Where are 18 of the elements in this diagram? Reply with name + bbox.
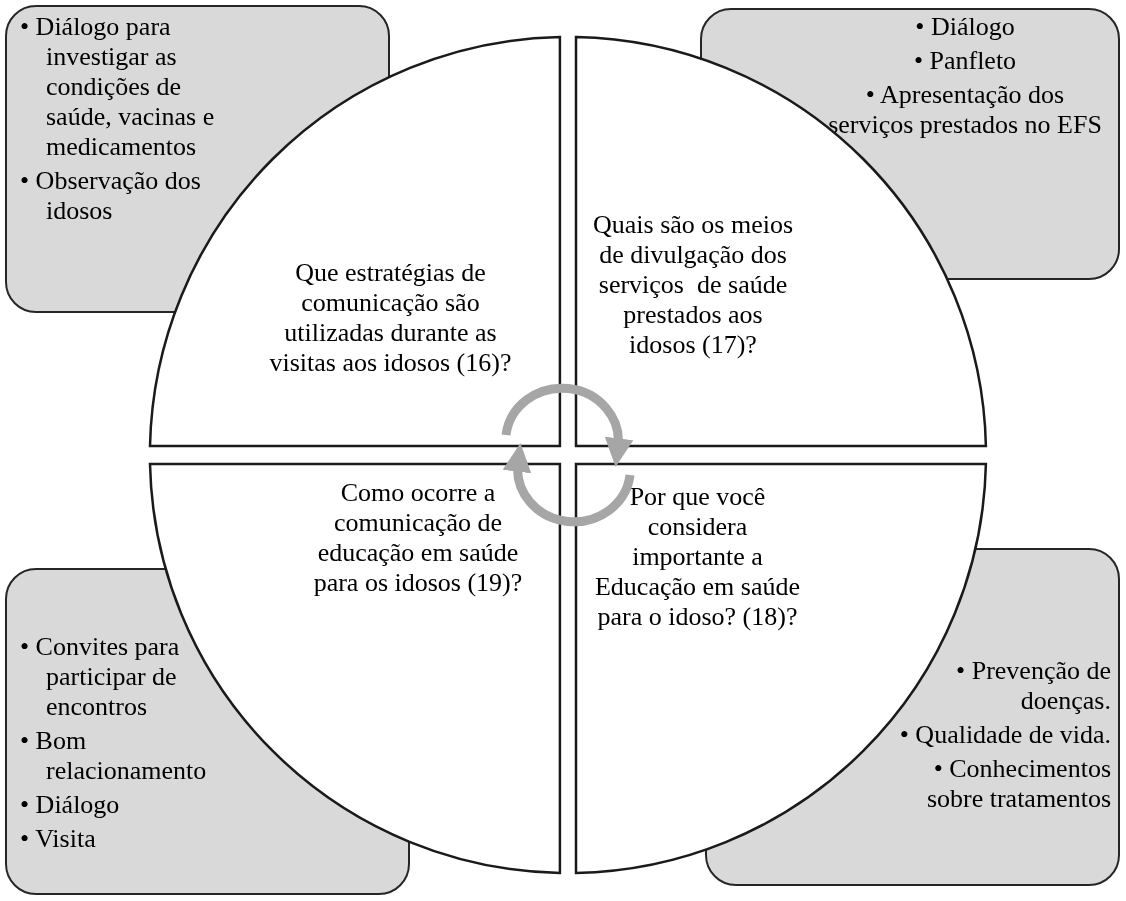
bullet-item: • Diálogo bbox=[914, 12, 1016, 42]
bullet-item: • Panfleto bbox=[912, 46, 1018, 76]
bullet-item: • Diálogo bbox=[20, 790, 121, 820]
question-text: Que estratégias de comunicação são utilizadas durante as visitas aos idosos (16)? bbox=[268, 258, 513, 378]
bullet-item: • Bom relacionamento bbox=[20, 726, 208, 786]
bullet-item: • Diálogo para investigar as condições de saúde, vacinas e medicamentos bbox=[20, 12, 216, 162]
bullet-item: • Observação dos idosos bbox=[20, 166, 202, 226]
question-text: Por que você considera importante a Educação em saúde para o idoso? (18)? bbox=[594, 482, 801, 632]
bullet-item: • Prevenção de doenças. bbox=[955, 656, 1111, 716]
question-text: Quais são os meios de divulgação dos serviços de saúde prestados aos idosos (17)? bbox=[591, 210, 794, 360]
bullet-item: • Conhecimentos sobre tratamentos bbox=[925, 754, 1111, 814]
question-text: Como ocorre a comunicação de educação em saúde para os idosos (19)? bbox=[312, 478, 524, 598]
curved-arrow bbox=[503, 442, 635, 527]
bullet-item: • Visita bbox=[20, 824, 97, 854]
bullet-item: • Apresentação dos serviços prestados no EFS bbox=[827, 80, 1103, 140]
bullet-item: • Qualidade de vida. bbox=[898, 720, 1111, 750]
curved-arrow bbox=[501, 383, 633, 468]
bullet-item: • Convites para participar de encontros bbox=[20, 632, 181, 722]
